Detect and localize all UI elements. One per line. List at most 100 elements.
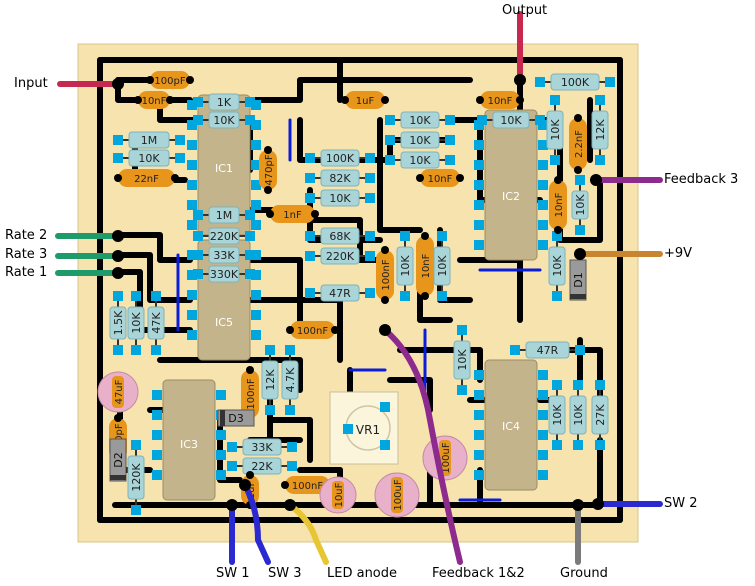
capacitor-value: 100pF (154, 76, 185, 87)
capacitor-value: 10nF (142, 96, 167, 107)
resistor-value: 10K (500, 114, 522, 127)
resistor: 4.7K (281, 345, 299, 415)
diode: D3 (217, 409, 255, 427)
electrolytic-capacitor: 100uF (374, 472, 420, 518)
capacitor-value: 1uF (356, 96, 375, 107)
resistor-value: 10K (551, 255, 564, 277)
label-feedback3: Feedback 3 (664, 172, 739, 187)
resistor: 12K (591, 95, 609, 165)
trimmer-label: VR1 (356, 423, 380, 437)
film-capacitor: 10nF (134, 91, 174, 109)
resistor: 100K (535, 73, 615, 91)
resistor: 10K (433, 231, 451, 301)
capacitor-value: 100uF (441, 442, 452, 473)
resistor: 10K (385, 111, 455, 129)
diode-label: D3 (228, 412, 243, 425)
resistor-value: 10K (138, 152, 160, 165)
resistor-value: 10K (572, 404, 585, 426)
film-capacitor: 1uF (341, 91, 389, 109)
electrolytic-capacitor: 10uF (319, 476, 357, 514)
electrolytic-capacitors: 47uF 100uF 10uF 100uF (97, 371, 468, 518)
label-rate2: Rate 2 (5, 228, 48, 243)
resistor-value: 10K (329, 192, 351, 205)
resistor-value: 68K (329, 230, 351, 243)
resistor-value: 33K (251, 441, 273, 454)
capacitor-value: 10uF (334, 482, 345, 507)
label-sw3: SW 3 (268, 566, 302, 581)
resistor-value: 220K (210, 230, 239, 243)
capacitor-value: 2.2nF (574, 130, 585, 158)
resistor: 10K (477, 111, 545, 129)
resistor-value: 10K (549, 119, 562, 141)
capacitor-value: 100nF (292, 481, 323, 492)
resistor: 10K (453, 325, 471, 395)
resistor-value: 27K (594, 404, 607, 426)
resistor: 1K (193, 93, 255, 111)
resistor: 10K (571, 175, 589, 235)
resistor: 1.5K (109, 291, 127, 355)
jumpers (176, 118, 542, 502)
resistor: 330K (193, 265, 255, 283)
resistor: 27K (591, 380, 609, 450)
resistor: 10K (385, 151, 455, 169)
resistor: 12K (261, 345, 279, 415)
capacitor-value: 10nF (488, 96, 513, 107)
resistor-value: 330K (210, 268, 239, 281)
resistor-value: 10K (213, 114, 235, 127)
capacitor-value: 47uF (114, 379, 125, 404)
resistor: 10K (546, 95, 564, 165)
resistor: 220K (305, 247, 375, 265)
resistor-value: 100K (326, 152, 355, 165)
ic-label-ic1: IC1 (215, 162, 233, 175)
resistor-value: 10K (409, 134, 431, 147)
resistor: 10K (113, 149, 185, 167)
film-capacitor: 100nF (376, 246, 394, 304)
resistor-value: 33K (213, 249, 235, 262)
resistor-value: 10K (574, 194, 587, 216)
resistor-value: 4.7K (284, 367, 297, 392)
resistor: 68K (305, 227, 375, 245)
film-capacitor: 1nF (266, 205, 319, 223)
diode: D1 (569, 259, 587, 301)
capacitor-value: 100nF (246, 378, 257, 409)
capacitor-value: 1nF (283, 210, 302, 221)
resistor-value: 100K (561, 76, 590, 89)
resistor: 10K (569, 380, 587, 450)
label-rate3: Rate 3 (5, 247, 48, 262)
capacitor-value: 470pF (264, 154, 275, 185)
diode-label: D1 (572, 272, 585, 287)
ic-label-ic2: IC2 (502, 190, 520, 203)
capacitor-value: 100nF (381, 259, 392, 290)
film-capacitor: 100pF (146, 71, 194, 89)
resistor-value: 10K (456, 349, 469, 371)
resistor-value: 1K (217, 96, 232, 109)
film-capacitor: 10nF (549, 176, 567, 234)
resistor-value: 1.5K (112, 310, 125, 335)
film-capacitor: 10nF (416, 232, 434, 300)
resistor-value: 47R (329, 287, 351, 300)
trimmer-vr1: VR1 (329, 391, 399, 465)
capacitor-value: 100uF (393, 479, 404, 510)
label-output: Output (502, 3, 548, 18)
label-sw2: SW 2 (664, 496, 698, 511)
capacitor-value: 10nF (554, 192, 565, 217)
wires (55, 11, 663, 565)
resistor: 47K (147, 291, 165, 355)
resistor-value: 1M (216, 209, 233, 222)
resistor-value: 12K (594, 119, 607, 141)
resistor: 220K (193, 227, 255, 245)
resistor: 10K (396, 231, 414, 301)
label-led-anode: LED anode (327, 566, 398, 581)
label-ground: Ground (560, 566, 608, 581)
resistor: 1M (193, 206, 255, 224)
resistor-value: 82K (329, 172, 351, 185)
film-capacitor: 470pF (259, 146, 277, 194)
resistor: 10K (127, 291, 145, 355)
film-capacitor: 10nF (416, 169, 464, 187)
electrolytic-capacitor: 100uF (422, 435, 468, 481)
resistor: 47R (305, 284, 375, 302)
resistor-value: 220K (326, 250, 355, 263)
resistor-value: 22K (251, 460, 273, 473)
